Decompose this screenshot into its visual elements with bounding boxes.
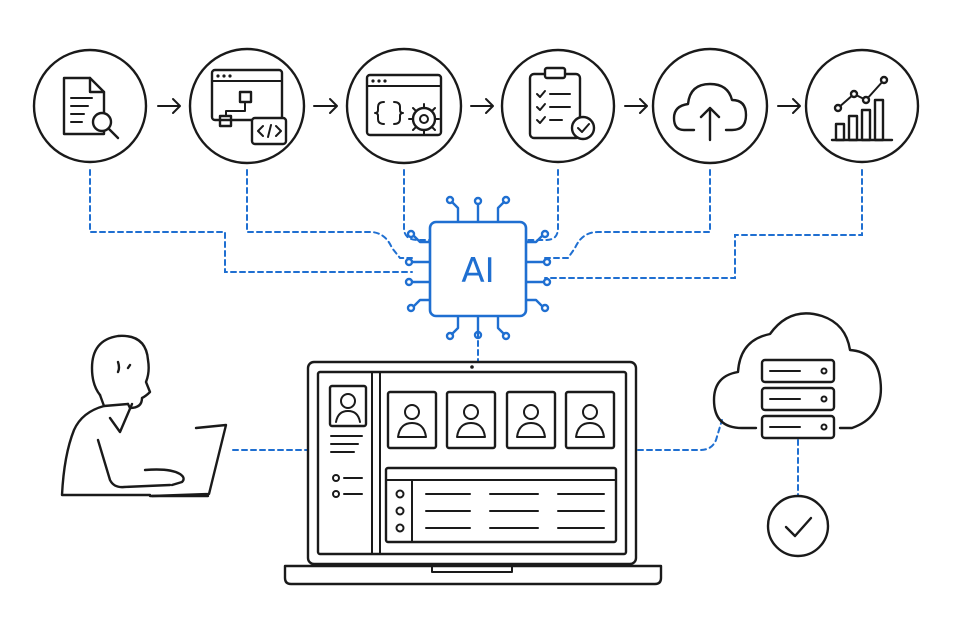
pipeline-step-code-settings: [345, 47, 463, 165]
data-table: [384, 466, 618, 544]
laptop-screen-frame: [306, 360, 638, 566]
cloud-upload-icon: [672, 82, 748, 142]
success-check-icon: [766, 494, 830, 558]
pipeline-step-analytics-growth: [804, 48, 920, 164]
ai-chip: AI: [404, 195, 552, 341]
bar-chart-trend-icon: [830, 75, 894, 142]
laptop-base: [283, 564, 663, 586]
checklist-check-icon: [528, 66, 596, 141]
profile-card: [505, 390, 557, 450]
chip-pins: [404, 195, 552, 341]
laptop-dashboard: [283, 360, 663, 586]
profile-card: [564, 390, 616, 450]
arrow-3: [470, 98, 494, 114]
document-search-icon: [62, 76, 120, 140]
laptop-screen: [316, 370, 628, 556]
pipeline-arrows: [157, 98, 801, 114]
arrow-1: [157, 98, 181, 114]
dashboard-sidebar: [328, 371, 381, 555]
code-settings-icon: [365, 73, 443, 137]
server-stack-icon: [760, 358, 836, 440]
chip-body: [428, 220, 528, 318]
arrow-2: [313, 98, 338, 114]
pipeline-step-checklist-approval: [500, 48, 616, 164]
profile-cards: [386, 390, 616, 450]
ai-chip-label: AI: [461, 251, 494, 291]
pipeline-step-cloud-upload: [651, 47, 769, 165]
pipeline-step-workflow-code: [188, 47, 306, 165]
profile-card: [386, 390, 438, 450]
pipeline-step-document-search: [32, 48, 148, 164]
user-avatar-icon: [335, 393, 361, 423]
arrow-4: [624, 98, 648, 114]
person-with-laptop-icon: [60, 334, 228, 498]
profile-card: [445, 390, 497, 450]
arrow-5: [777, 98, 801, 114]
sidebar-list-icon: [332, 474, 363, 498]
cloud-server-icon: [712, 312, 883, 440]
workflow-code-icon: [210, 68, 288, 146]
